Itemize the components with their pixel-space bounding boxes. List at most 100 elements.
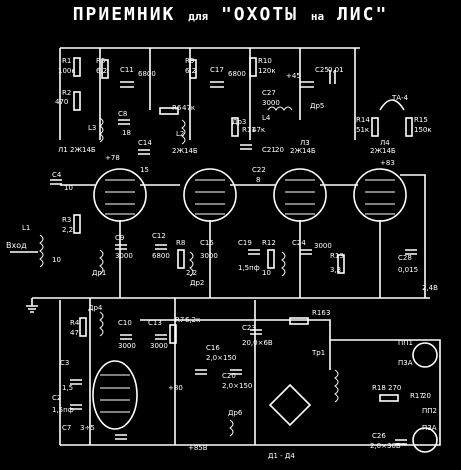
label-l2-type: 2Ж14Б xyxy=(172,147,198,155)
label-c13-value: 3000 xyxy=(150,342,168,350)
label-c2: C2 xyxy=(52,394,61,402)
label-c24: C24 xyxy=(292,239,306,247)
label-diodes: Д1 - Д4 xyxy=(268,452,295,460)
label-c7: C7 xyxy=(62,424,71,432)
label-v10: 10 xyxy=(52,256,61,264)
label-dr6: Др6 xyxy=(228,409,243,417)
label-c3-value: 1,5 xyxy=(62,384,73,392)
label-c17-value: 6800 xyxy=(228,70,246,78)
label-l4: L4 xyxy=(262,114,271,122)
label-dr5: Др5 xyxy=(310,102,324,110)
label-c2-value: 1,5пф xyxy=(52,406,74,414)
label-pp1: ПП1 xyxy=(398,339,413,347)
label-c7-value: 3÷5 xyxy=(80,424,95,432)
label-c16: C16 xyxy=(206,344,220,352)
label-r3-value: 2,2 xyxy=(62,226,73,234)
label-pp2: ПП2 xyxy=(422,407,437,415)
label-r18: R18 xyxy=(372,384,386,392)
headphone-ta4 xyxy=(379,99,405,111)
title-word-5: ЛИС" xyxy=(336,4,389,25)
label-c27: C27 xyxy=(262,89,276,97)
label-c3: C3 xyxy=(60,359,69,367)
label-c4-value: 10 xyxy=(64,184,73,192)
label-ta4: ТА-4 xyxy=(391,94,409,102)
label-c12-value: 6800 xyxy=(152,252,170,260)
label-c20-value: 2,0×150 xyxy=(222,382,252,390)
title-word-3: "ОХОТЫ xyxy=(220,4,298,25)
label-dr1: Др1 xyxy=(92,269,106,277)
label-r16: R16 xyxy=(312,309,326,317)
label-l1: L1 xyxy=(22,224,30,232)
label-c12: C12 xyxy=(152,232,166,240)
label-c26: C26 xyxy=(372,432,386,440)
resistors xyxy=(73,57,413,402)
label-c10: C10 xyxy=(118,319,132,327)
label-v78: +78 xyxy=(105,154,120,162)
diode-bridge xyxy=(268,383,312,427)
label-r5: R5 xyxy=(96,57,105,65)
label-c14: C14 xyxy=(138,139,152,147)
label-l4-tube: Л4 xyxy=(380,139,390,147)
label-c19-value: 1,5пф xyxy=(238,264,260,272)
label-c21-value: 20 xyxy=(275,146,284,154)
title-word-4: на xyxy=(310,10,325,23)
label-c20: C20 xyxy=(222,372,236,380)
label-c15: C15 xyxy=(200,239,214,247)
label-r12-value: 10 xyxy=(262,269,271,277)
label-r11-value: 47к xyxy=(252,126,265,134)
tube-l2 xyxy=(183,168,237,222)
schematic-title: ПРИЕМНИК для "ОХОТЫ на ЛИС" xyxy=(0,4,461,34)
tube-l5 xyxy=(92,360,138,430)
label-c28: C28 xyxy=(398,254,412,262)
label-l3-tube: Л3 xyxy=(300,139,310,147)
label-l3-type: 2Ж14Б xyxy=(290,147,316,155)
label-r15-value: 150к xyxy=(414,126,432,134)
label-c8-value: 18 xyxy=(122,129,131,137)
label-r6-value: 47к xyxy=(182,104,195,112)
label-dr3-top: Др3 xyxy=(232,118,246,126)
label-r16-value: 3 xyxy=(326,309,330,317)
transistor-pp1 xyxy=(412,342,438,368)
label-c14-value: 15 xyxy=(140,166,149,174)
label-c8: C8 xyxy=(118,110,127,118)
label-r6: R6 xyxy=(172,104,182,112)
label-v858: +85В xyxy=(188,444,208,452)
label-r14-value: 51к xyxy=(356,126,369,134)
label-input: Вход xyxy=(6,241,27,250)
label-l4-type: 2Ж14Б xyxy=(370,147,396,155)
label-c27-value: 3000 xyxy=(262,99,280,107)
label-r8-value: 2,2 xyxy=(186,269,197,277)
label-l2: L2 xyxy=(176,130,184,138)
label-r9: R9 xyxy=(185,57,194,65)
component-labels: Вход R1 100к R2 470 R5 6,2 C11 6800 L3 C… xyxy=(6,57,438,460)
label-c23-value: 20,0×6В xyxy=(242,339,273,347)
label-v45: +45 xyxy=(286,72,301,80)
label-c21: C21 xyxy=(262,146,276,154)
label-r10: R10 xyxy=(258,57,272,65)
label-r4: R4 xyxy=(70,319,80,327)
label-r12: R12 xyxy=(262,239,276,247)
label-dr2: Др2 xyxy=(190,279,204,287)
label-c23: C23 xyxy=(242,324,256,332)
ground-symbol xyxy=(26,298,38,313)
label-r14: R14 xyxy=(356,116,370,124)
title-word-2: для xyxy=(188,10,209,23)
label-r18-value: 270 xyxy=(388,384,401,392)
label-c10-value: 3000 xyxy=(118,342,136,350)
label-r2: R2 xyxy=(62,89,71,97)
title-word-1: ПРИЕМНИК xyxy=(72,4,176,25)
label-v80: +80 xyxy=(168,384,183,392)
label-c28-value: 0,015 xyxy=(398,266,418,274)
label-dr4: Др4 xyxy=(88,304,103,312)
label-c13: C13 xyxy=(148,319,162,327)
label-v83: +83 xyxy=(380,159,395,167)
label-r10-value: 120к xyxy=(258,67,276,75)
label-l1-type: 2Ж14Б xyxy=(70,146,96,154)
label-c11: C11 xyxy=(120,66,134,74)
tube-l3 xyxy=(273,168,327,222)
label-r7: R7 xyxy=(175,316,184,324)
label-tr1: Тр1 xyxy=(311,349,325,357)
label-r3: R3 xyxy=(62,216,71,224)
tube-l4 xyxy=(353,168,407,222)
